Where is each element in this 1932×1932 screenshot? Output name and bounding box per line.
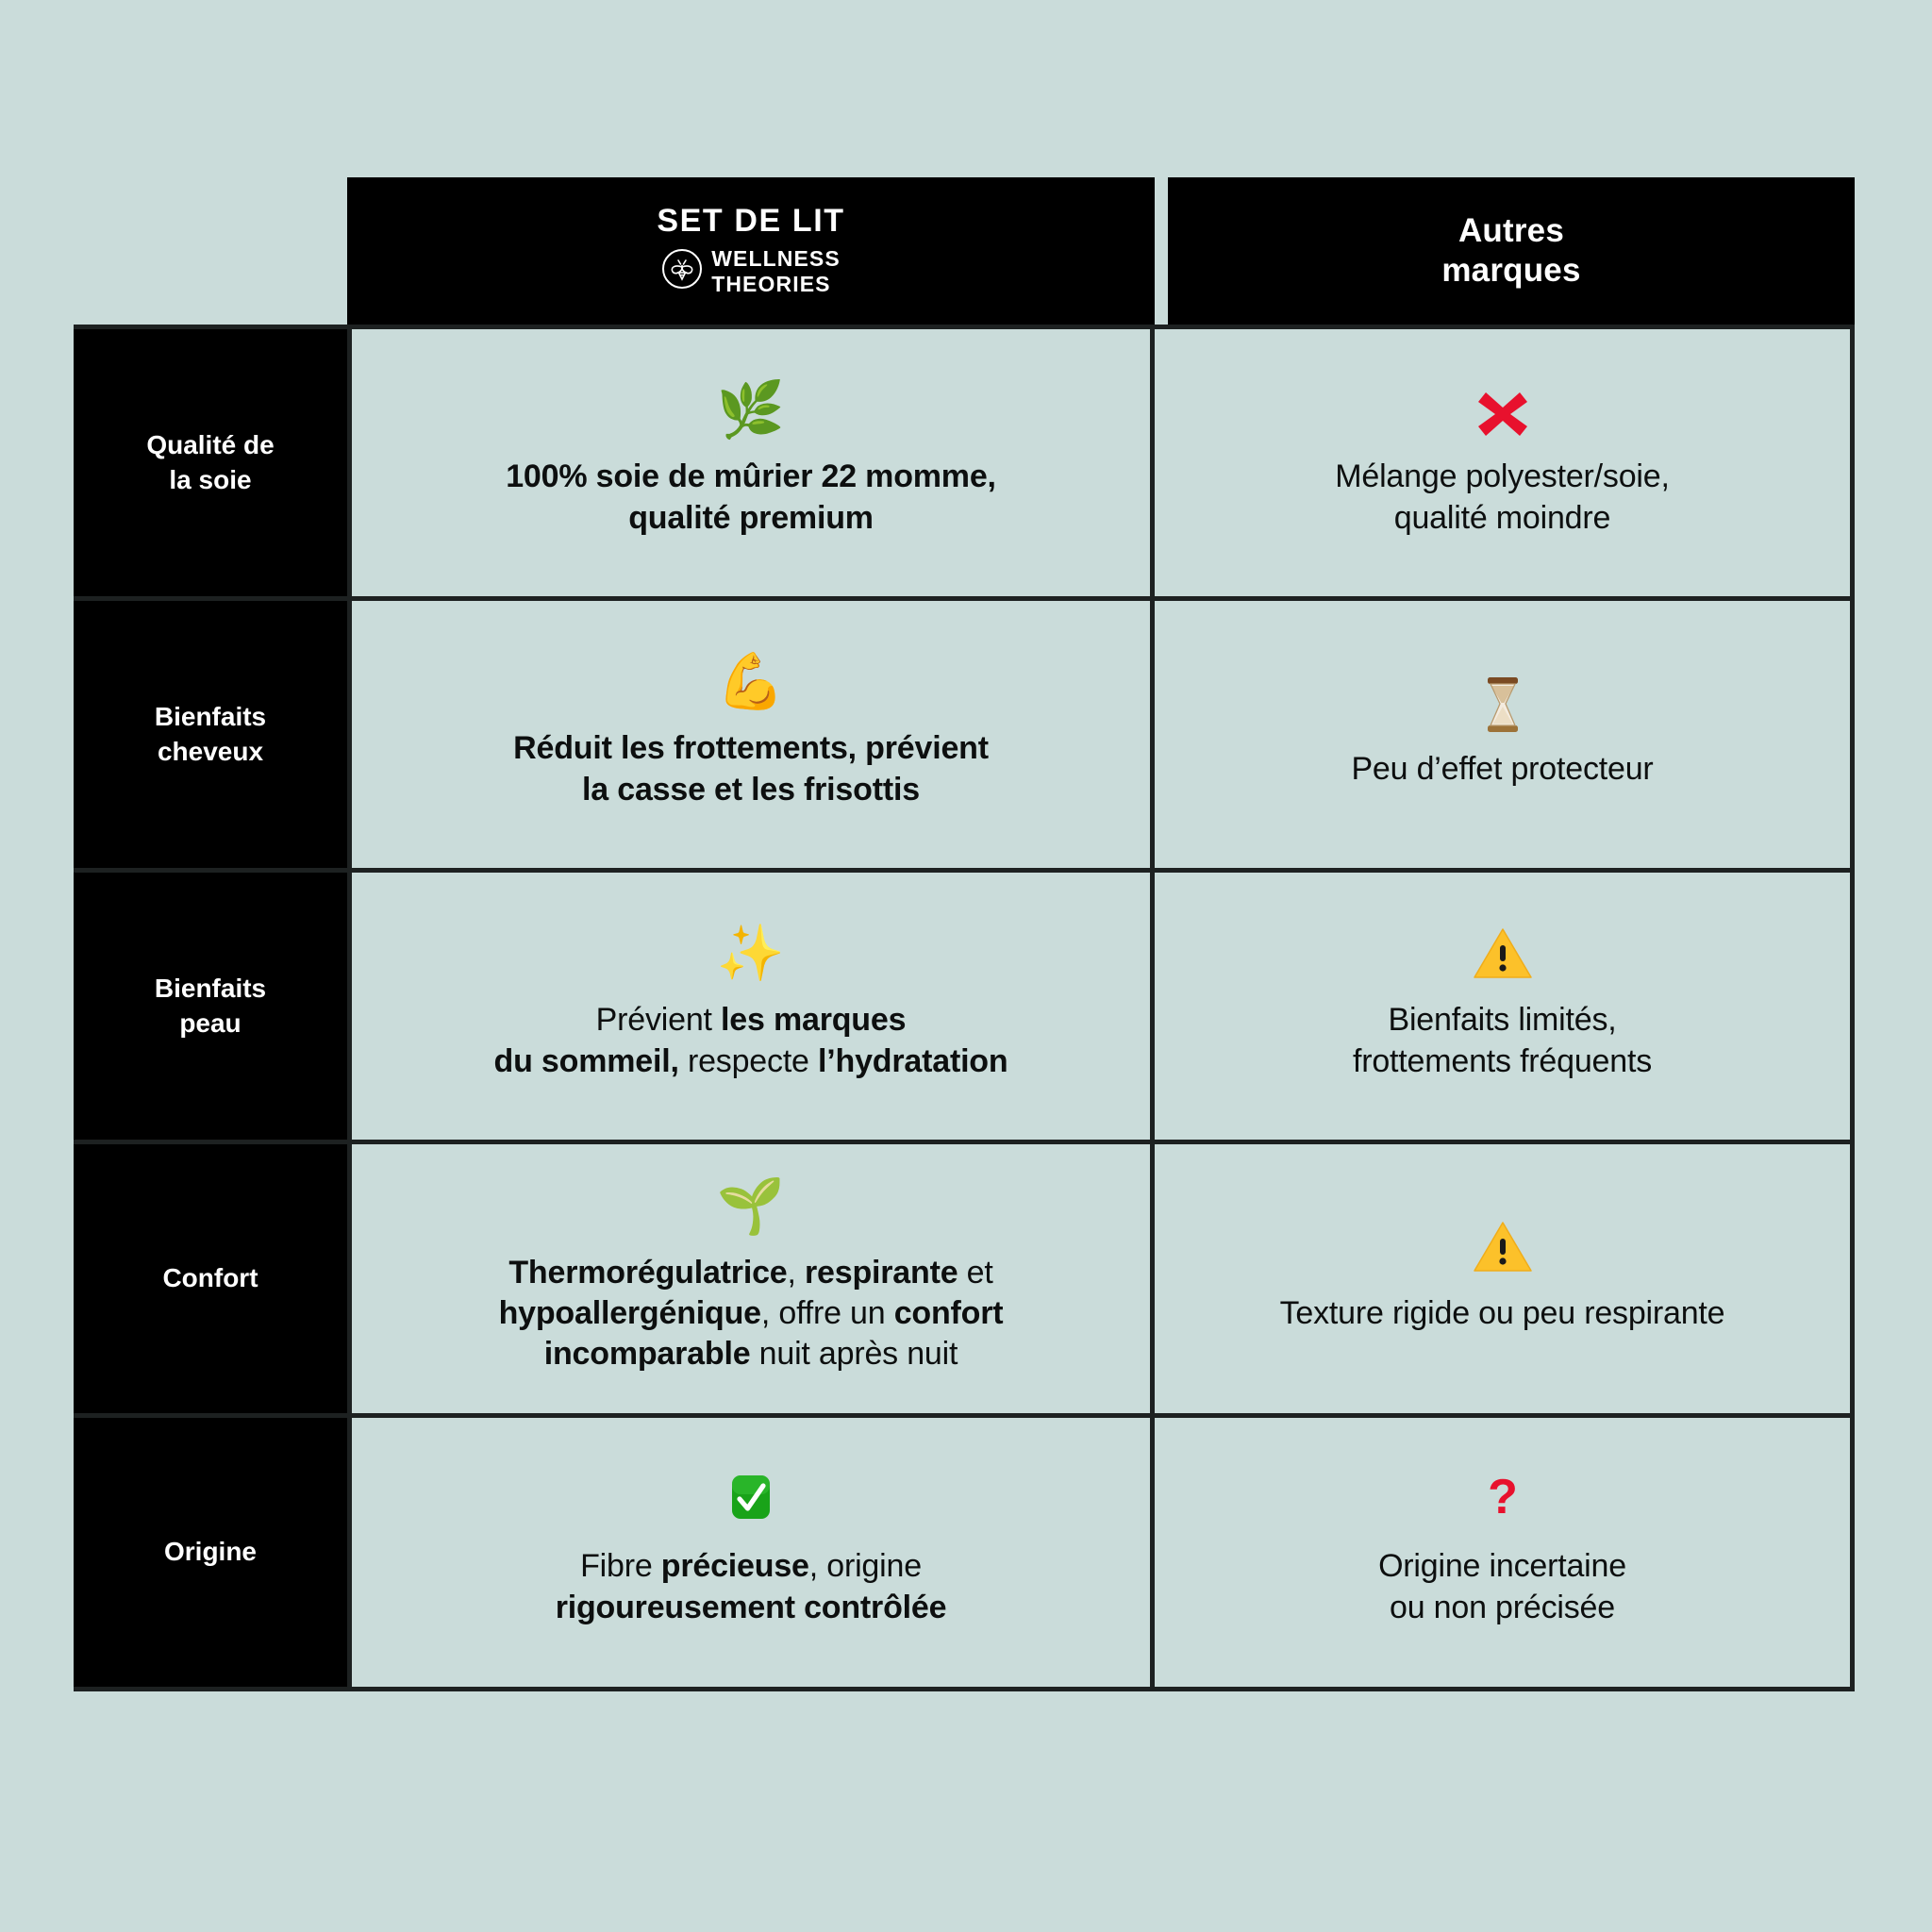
cell-brand-origine: Fibre précieuse, origine rigoureusement … [347, 1418, 1155, 1687]
header-other-line2: marques [1441, 252, 1581, 289]
cell-other-text: Bienfaits limités, frottements fréquents [1353, 1000, 1652, 1081]
cell-text-line2: hypoallergénique, offre un confort [498, 1294, 1004, 1331]
brand-name-line2: THEORIES [711, 271, 831, 296]
table-row: Origine Fibre précieuse, origine rigoure… [74, 1418, 1855, 1691]
row-label-bienfaits-cheveux: Bienfaits cheveux [74, 601, 347, 868]
warning-triangle-emoji [1473, 926, 1533, 985]
cell-text-line2: frottements fréquents [1352, 1042, 1653, 1079]
brand-name-line1: WELLNESS [711, 245, 841, 271]
row-label-line1: Origine [163, 1537, 257, 1567]
table-row: Confort 🌱 Thermorégulatrice, respirante … [74, 1144, 1855, 1418]
cell-brand-text: Réduit les frottements, prévient la cass… [513, 728, 989, 809]
cell-text-line1: Origine incertaine [1378, 1548, 1626, 1585]
flexed-biceps-emoji: 💪 [716, 651, 786, 713]
brand-wordmark: WELLNESS THEORIES [711, 246, 841, 297]
header-other-title: Autres marques [1441, 211, 1580, 291]
red-question-mark-emoji: ? [1484, 1473, 1522, 1531]
cell-text-line2: la casse et les frisottis [582, 771, 920, 808]
cell-other-origine: ? Origine incertaine ou non précisée [1155, 1418, 1855, 1687]
cell-text-line1: 100% soie de mûrier 22 momme, [506, 458, 996, 495]
row-label-confort: Confort [74, 1144, 347, 1413]
row-label-origine: Origine [74, 1418, 347, 1687]
table-row: Bienfaits peau ✨ Prévient les marques du… [74, 873, 1855, 1144]
cell-other-text: Mélange polyester/soie, qualité moindre [1335, 457, 1670, 538]
cell-text-line2: ou non précisée [1390, 1589, 1615, 1625]
cell-text-line2: du sommeil, respecte l’hydratation [493, 1042, 1008, 1079]
header-other-line1: Autres [1457, 212, 1565, 249]
cell-text-line2: qualité moindre [1393, 499, 1611, 536]
table-row: Qualité de la soie 🌿 100% soie de mûrier… [74, 329, 1855, 601]
comparison-grid: Qualité de la soie 🌿 100% soie de mûrier… [74, 325, 1855, 1691]
cell-other-text: Peu d’effet protecteur [1351, 750, 1654, 787]
cell-text-line1: Prévient les marques [595, 1002, 907, 1039]
cell-brand-peau: ✨ Prévient les marques du sommeil, respe… [347, 873, 1155, 1140]
table-row: Bienfaits cheveux 💪 Réduit les frottemen… [74, 601, 1855, 873]
herb-leaf-emoji: 🌿 [716, 379, 786, 441]
cell-text-line3: incomparable nuit après nuit [543, 1336, 958, 1373]
row-label-line2: la soie [169, 464, 252, 494]
header-column-gap [1155, 177, 1168, 325]
cell-other-peau: Bienfaits limités, frottements fréquents [1155, 873, 1855, 1140]
header-brand-column: SET DE LIT [347, 177, 1155, 325]
cell-brand-cheveux: 💪 Réduit les frottements, prévient la ca… [347, 601, 1155, 868]
cell-text-line1: Réduit les frottements, prévient [513, 730, 989, 767]
row-label-line2: peau [179, 1008, 242, 1038]
red-cross-mark-emoji [1474, 383, 1531, 441]
cell-text-line1: Thermorégulatrice, respirante et [508, 1254, 993, 1291]
cell-brand-text: Thermorégulatrice, respirante et hypoall… [499, 1253, 1004, 1375]
bee-emblem-icon [661, 248, 703, 294]
cell-brand-text: 100% soie de mûrier 22 momme, qualité pr… [506, 457, 996, 538]
cell-other-confort: Texture rigide ou peu respirante [1155, 1144, 1855, 1413]
white-check-mark-emoji [727, 1473, 774, 1531]
cell-text-line1: Fibre précieuse, origine [580, 1548, 922, 1585]
warning-triangle-emoji [1473, 1220, 1533, 1278]
row-label-line2: cheveux [157, 736, 264, 766]
cell-other-qualite: Mélange polyester/soie, qualité moindre [1155, 329, 1855, 596]
cell-other-cheveux: Peu d’effet protecteur [1155, 601, 1855, 868]
header-other-column: Autres marques [1168, 177, 1855, 325]
cell-text-line2: rigoureusement contrôlée [555, 1589, 947, 1625]
cell-brand-qualite: 🌿 100% soie de mûrier 22 momme, qualité … [347, 329, 1155, 596]
row-label-qualite-de-la-soie: Qualité de la soie [74, 329, 347, 596]
seedling-emoji: 🌱 [716, 1174, 786, 1237]
cell-brand-text: Fibre précieuse, origine rigoureusement … [556, 1546, 947, 1627]
cell-brand-text: Prévient les marques du sommeil, respect… [494, 1000, 1008, 1081]
hourglass-emoji [1481, 675, 1524, 734]
cell-text-line1: Bienfaits limités, [1388, 1002, 1617, 1039]
cell-text-line1: Mélange polyester/soie, [1335, 458, 1670, 495]
cell-brand-confort: 🌱 Thermorégulatrice, respirante et hypoa… [347, 1144, 1155, 1413]
header-brand-eyebrow: SET DE LIT [657, 203, 845, 240]
row-label-line1: Confort [162, 1263, 258, 1293]
cell-other-text: Texture rigide ou peu respirante [1279, 1294, 1725, 1331]
row-label-line1: Bienfaits [154, 974, 267, 1004]
table-header: SET DE LIT [347, 177, 1855, 325]
cell-text-line2: qualité premium [628, 499, 874, 536]
sparkles-emoji: ✨ [716, 923, 786, 985]
row-label-line1: Qualité de [146, 430, 275, 460]
svg-text:?: ? [1488, 1473, 1518, 1524]
cell-other-text: Origine incertaine ou non précisée [1378, 1546, 1626, 1627]
brand-lockup: WELLNESS THEORIES [661, 246, 841, 297]
row-label-line1: Bienfaits [154, 702, 267, 732]
row-label-bienfaits-peau: Bienfaits peau [74, 873, 347, 1140]
